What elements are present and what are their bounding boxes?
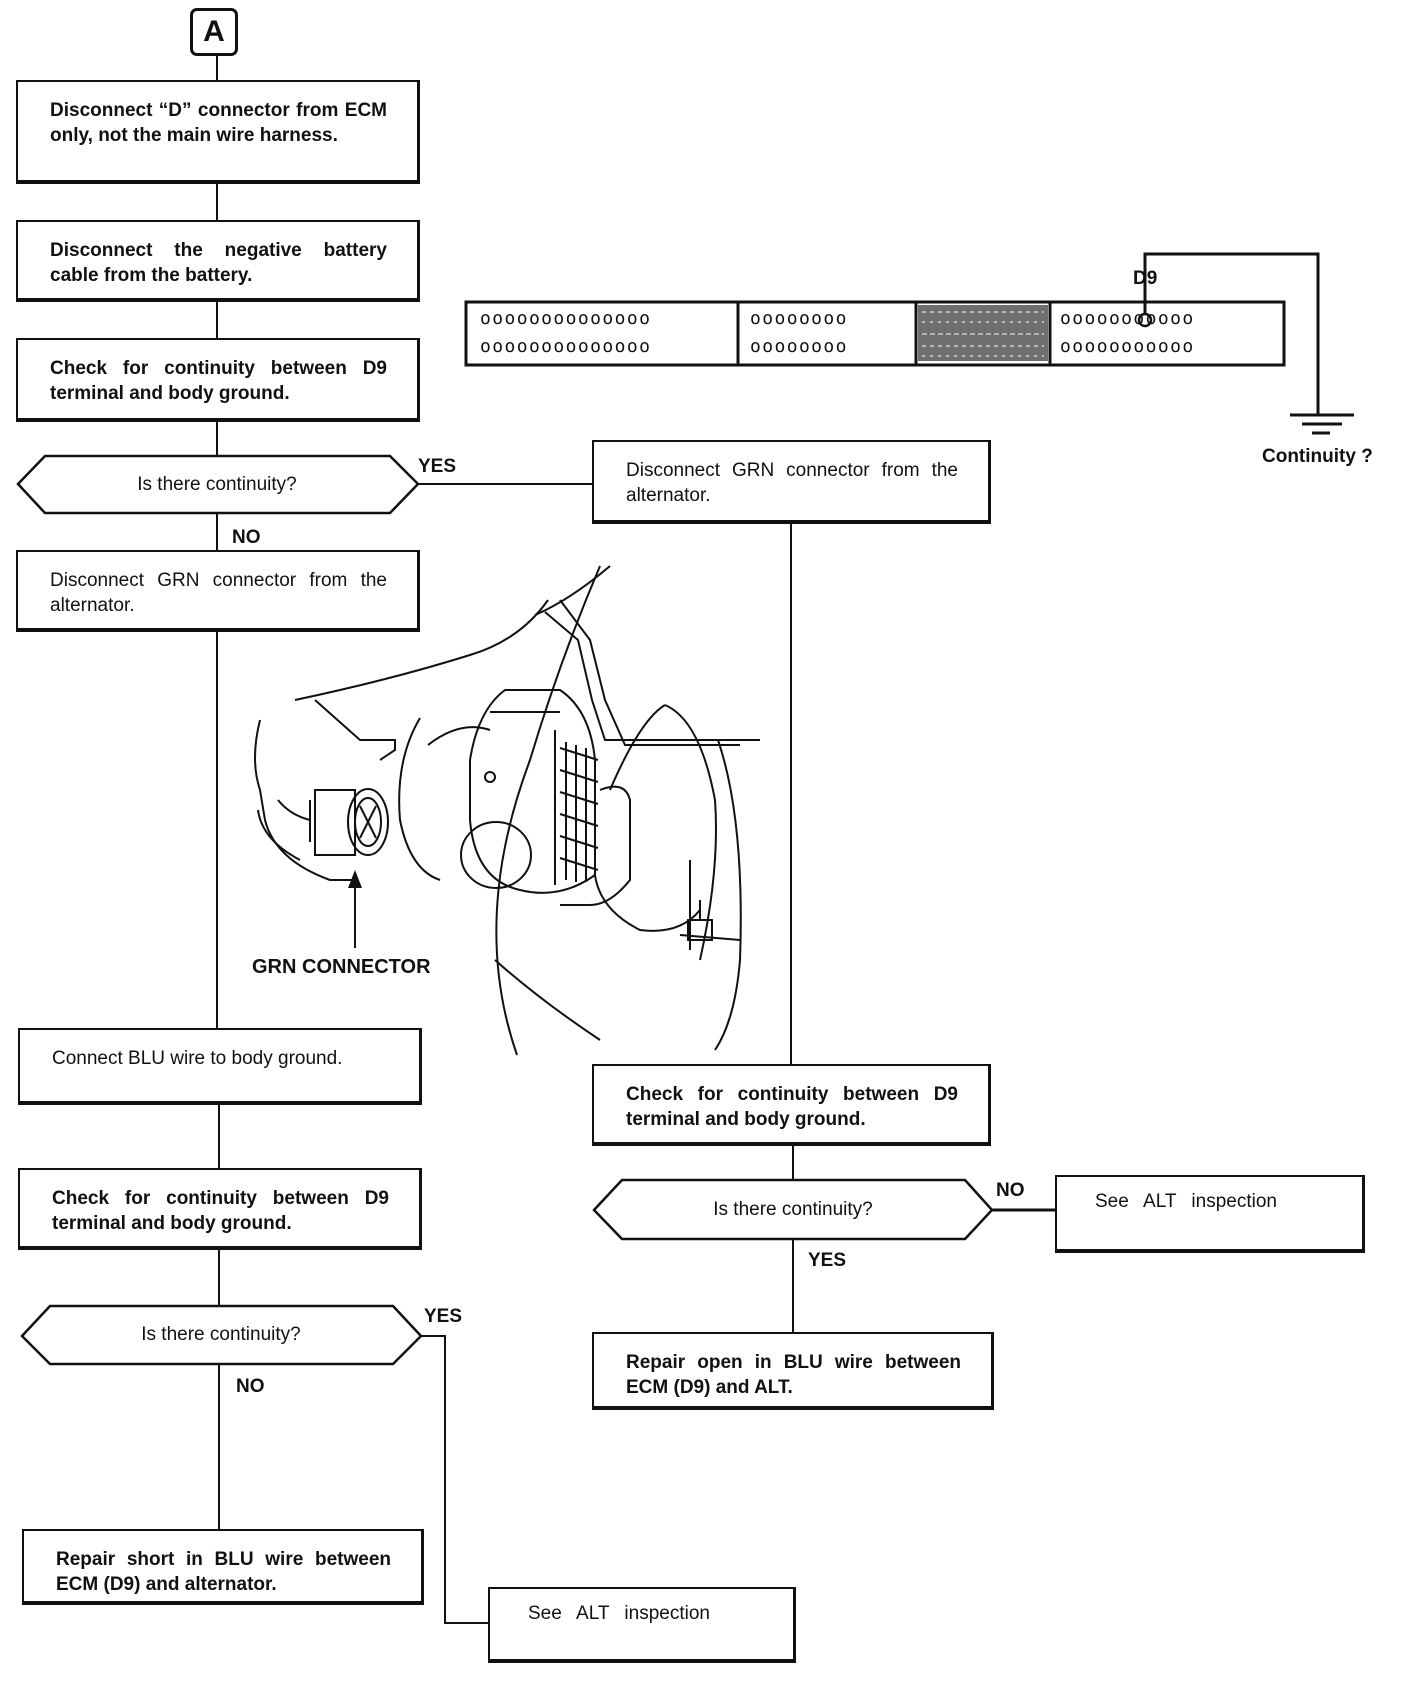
step-text: Repair short in BLU wire between ECM (D9…	[56, 1549, 391, 1595]
pin-row: ooooooooooo	[1060, 308, 1195, 329]
alternator-illustration	[254, 565, 760, 1056]
label-no-2: NO	[236, 1376, 265, 1397]
pin-section-2: oooooooo oooooooo	[750, 305, 848, 361]
ground-label: Continuity ?	[1262, 446, 1373, 467]
pin-row: ooooooooooo	[1060, 336, 1195, 357]
blocked-pin-section	[918, 305, 1048, 361]
callout-arrowhead	[348, 870, 362, 888]
step-disconnect-battery: Disconnect the negative battery cable fr…	[16, 220, 420, 302]
label-yes-2: YES	[424, 1306, 463, 1327]
step-text: Disconnect the negative battery cable fr…	[50, 240, 387, 286]
ground-symbol	[1290, 413, 1354, 435]
step-disconnect-grn-left: Disconnect GRN connector from the altern…	[16, 550, 420, 632]
step-connect-blu-wire: Connect BLU wire to body ground.	[18, 1028, 422, 1105]
pin-row: oooooooo	[750, 308, 848, 329]
pin-row: oooooooooooooo	[480, 308, 652, 329]
decision-3-text: Is there continuity?	[713, 1198, 873, 1220]
step-check-continuity-3: Check for continuity between D9 terminal…	[592, 1064, 991, 1146]
decision-2-text: Is there continuity?	[141, 1324, 301, 1345]
step-see-alt-inspection-2: See ALT inspection	[1055, 1175, 1365, 1253]
step-text: See ALT inspection	[528, 1603, 710, 1624]
d9-pin-label: D9	[1133, 268, 1158, 289]
step-see-alt-inspection-1: See ALT inspection	[488, 1587, 796, 1663]
step-text: Disconnect GRN connector from the altern…	[626, 460, 958, 506]
step-disconnect-d-connector: Disconnect “D” connector from ECM only, …	[16, 80, 420, 184]
step-text: Repair open in BLU wire between ECM (D9)…	[626, 1352, 961, 1398]
step-check-continuity-2: Check for continuity between D9 terminal…	[18, 1168, 422, 1250]
step-text: See ALT inspection	[1095, 1191, 1277, 1212]
d9-ground-lead	[1137, 252, 1320, 415]
decision-1-text: Is there continuity?	[137, 473, 297, 495]
pin-section-4: ooooooooooo ooooooooooo	[1060, 305, 1195, 361]
pin-section-1: oooooooooooooo oooooooooooooo	[480, 305, 651, 361]
step-text: Disconnect “D” connector from ECM only, …	[50, 100, 387, 146]
step-text: Connect BLU wire to body ground.	[52, 1048, 343, 1069]
pin-row: oooooooooooooo	[480, 336, 652, 357]
start-connector-a: A	[190, 8, 238, 56]
step-disconnect-grn-right: Disconnect GRN connector from the altern…	[592, 440, 991, 524]
ecm-d-connector	[464, 300, 1286, 367]
step-text: Check for continuity between D9 terminal…	[50, 358, 387, 404]
label-no-1: NO	[232, 527, 261, 548]
step-text: Disconnect GRN connector from the altern…	[50, 570, 387, 616]
step-repair-open: Repair open in BLU wire between ECM (D9)…	[592, 1332, 994, 1410]
step-check-continuity-1: Check for continuity between D9 terminal…	[16, 338, 420, 422]
label-yes-1: YES	[418, 456, 457, 477]
step-text: Check for continuity between D9 terminal…	[626, 1084, 958, 1130]
grn-connector-callout: GRN CONNECTOR	[252, 956, 431, 978]
label-no-3: NO	[996, 1180, 1025, 1201]
decision-shape-2	[20, 1304, 423, 1366]
start-label: A	[203, 15, 225, 48]
step-repair-short: Repair short in BLU wire between ECM (D9…	[22, 1529, 424, 1605]
step-text: Check for continuity between D9 terminal…	[52, 1188, 389, 1234]
decision-shape-1	[16, 454, 420, 515]
label-yes-3: YES	[808, 1250, 847, 1271]
decision-shape-3	[592, 1178, 994, 1241]
pin-row: oooooooo	[750, 336, 848, 357]
